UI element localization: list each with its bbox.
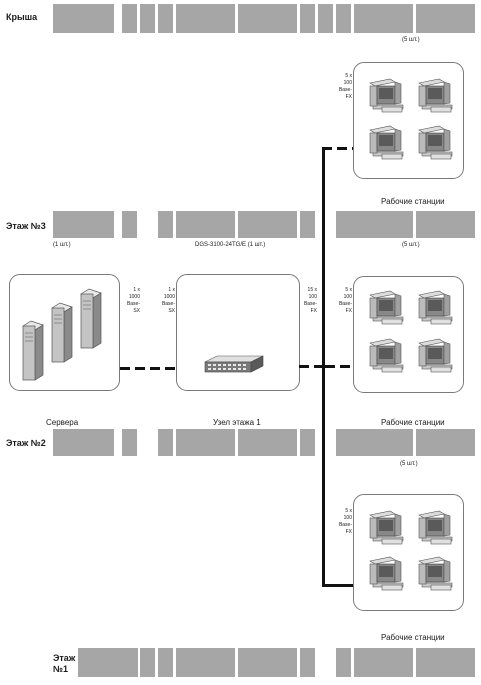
workstation-icon xyxy=(369,510,404,545)
server-tower-icon xyxy=(80,288,102,349)
server-tower-icon xyxy=(51,302,73,363)
link-trunk-ws-bottom xyxy=(322,584,353,587)
workstation-icon xyxy=(418,510,453,545)
trunk-vertical xyxy=(322,147,325,587)
server-tower-icon xyxy=(22,320,44,381)
floor-label-1a: Этаж xyxy=(53,653,76,663)
workstation-icon xyxy=(418,556,453,591)
ws-top-label: Рабочие станции xyxy=(381,197,445,206)
link-switch-trunk xyxy=(299,365,325,368)
link-trunk-ws-middle xyxy=(325,365,353,368)
floor-label-2: Этаж №2 xyxy=(6,438,46,448)
workstation-icon xyxy=(369,556,404,591)
link-servers-switch xyxy=(120,367,176,370)
link-trunk-ws-top xyxy=(337,147,353,150)
floor-label-1b: №1 xyxy=(53,664,69,674)
switch-model: DGS-3100-24TG/E (1 шт.) xyxy=(195,242,266,248)
workstation-group-bottom xyxy=(353,494,464,611)
ws-bottom-label: Рабочие станции xyxy=(381,633,445,642)
ws-middle-count: (5 шт.) xyxy=(402,242,420,248)
workstation-icon xyxy=(418,338,453,373)
workstation-icon xyxy=(369,290,404,325)
trunk-top-stub xyxy=(322,147,332,150)
floor-label-3: Этаж №3 xyxy=(6,221,46,231)
servers-label: Сервера xyxy=(46,418,79,427)
switch-node-label: Узел этажа 1 xyxy=(213,418,261,427)
floor-label-roof: Крыша xyxy=(6,12,38,22)
ws-top-count: (5 шт.) xyxy=(402,37,420,43)
workstation-icon xyxy=(418,78,453,113)
workstation-group-top xyxy=(353,62,464,179)
server-count: (1 шт.) xyxy=(53,242,71,248)
workstation-icon xyxy=(369,338,404,373)
network-switch-icon xyxy=(204,355,264,373)
switch-node-box xyxy=(176,274,300,391)
workstation-icon xyxy=(369,125,404,160)
workstation-group-middle xyxy=(353,276,464,393)
ws-bottom-count: (5 шт.) xyxy=(400,461,418,467)
workstation-icon xyxy=(369,78,404,113)
servers-box xyxy=(9,274,120,391)
ws-middle-label: Рабочие станции xyxy=(381,418,445,427)
workstation-icon xyxy=(418,290,453,325)
workstation-icon xyxy=(418,125,453,160)
